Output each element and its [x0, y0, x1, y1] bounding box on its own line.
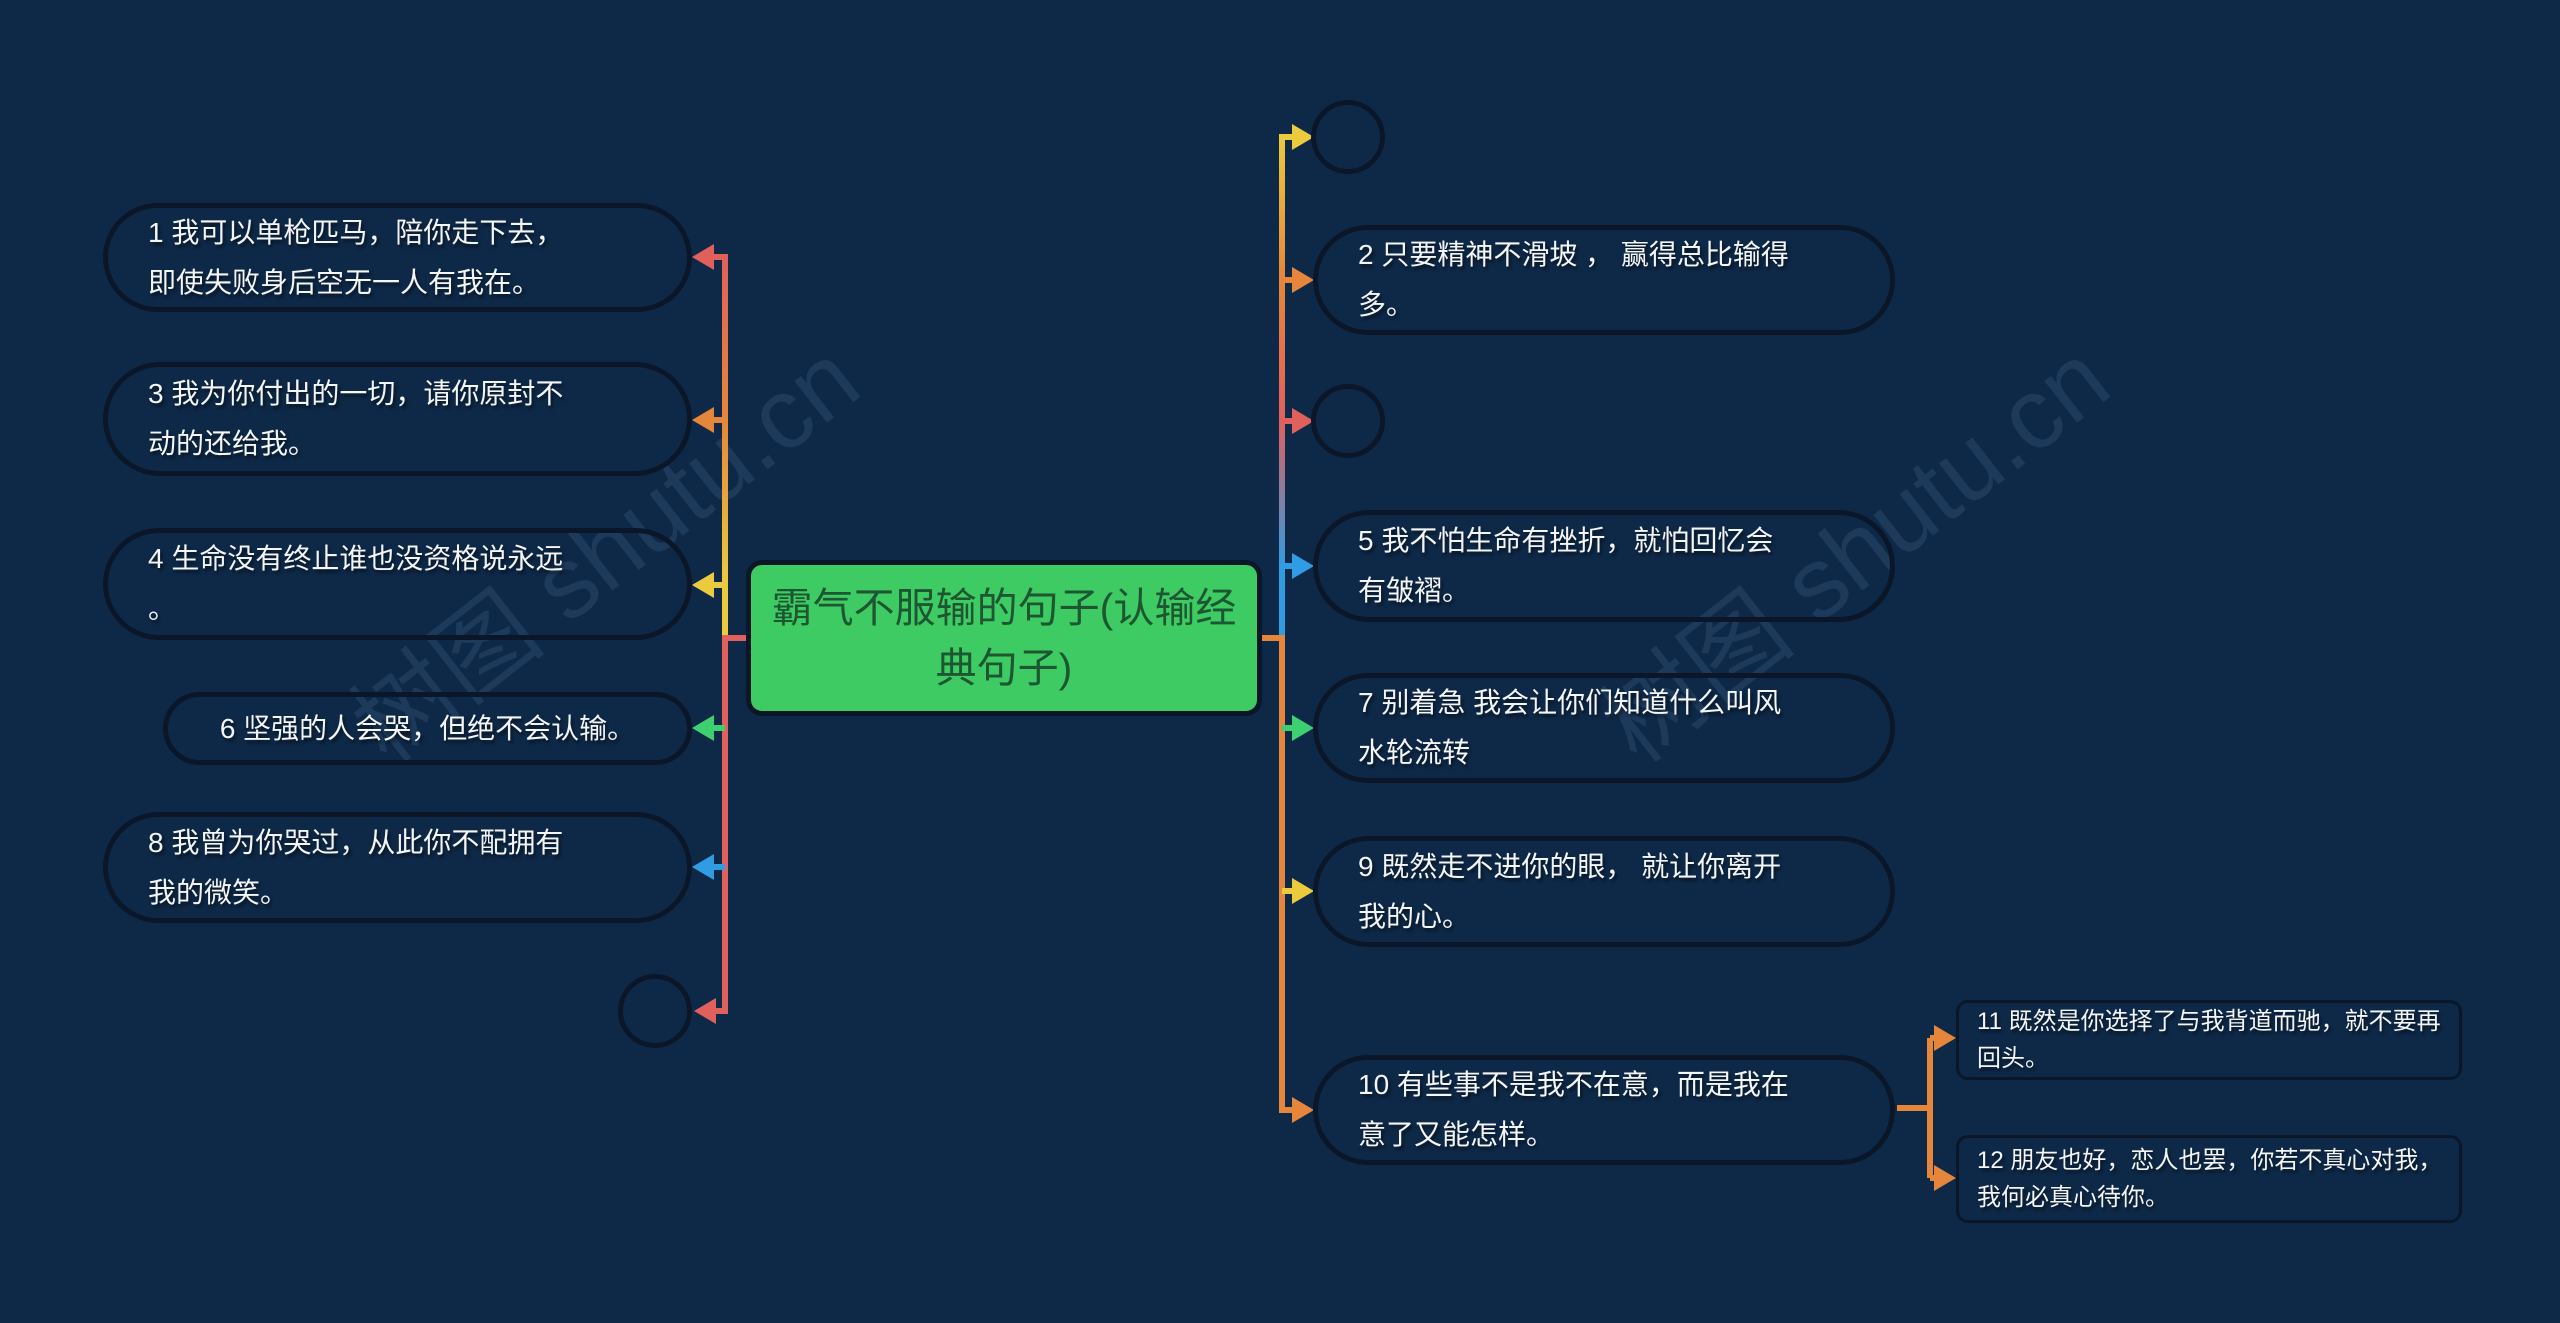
node-9[interactable]: 9 既然走不进你的眼， 就让你离开 我的心。 [1313, 836, 1895, 947]
node-7[interactable]: 7 别着急 我会让你们知道什么叫风 水轮流转 [1313, 673, 1895, 783]
empty-node-circle-mid-right[interactable] [1311, 384, 1385, 458]
right-branch-connectors [1262, 124, 1314, 1123]
node-2[interactable]: 2 只要精神不滑坡 ， 赢得总比输得 多。 [1313, 225, 1895, 335]
node-1[interactable]: 1 我可以单枪匹马，陪你走下去， 即使失败身后空无一人有我在。 [103, 203, 692, 312]
empty-node-circle-left[interactable] [618, 974, 692, 1048]
node-12[interactable]: 12 朋友也好，恋人也罢，你若不真心对我， 我何必真心待你。 [1956, 1135, 2462, 1223]
node-5[interactable]: 5 我不怕生命有挫折，就怕回忆会 有皱褶。 [1313, 510, 1895, 622]
node10-sub-connectors [1897, 1025, 1956, 1191]
node-4[interactable]: 4 生命没有终止谁也没资格说永远 。 [103, 528, 692, 640]
left-branch-connectors [692, 244, 748, 1024]
node-11[interactable]: 11 既然是你选择了与我背道而驰，就不要再 回头。 [1956, 1000, 2462, 1080]
node-10[interactable]: 10 有些事不是我不在意，而是我在 意了又能怎样。 [1313, 1055, 1895, 1165]
root-node[interactable]: 霸气不服输的句子(认输经 典句子) [746, 560, 1262, 716]
node-8[interactable]: 8 我曾为你哭过，从此你不配拥有 我的微笑。 [103, 812, 692, 923]
empty-node-circle-top-right[interactable] [1311, 100, 1385, 174]
node-6[interactable]: 6 坚强的人会哭，但绝不会认输。 [163, 692, 692, 765]
node-3[interactable]: 3 我为你付出的一切，请你原封不 动的还给我。 [103, 362, 692, 476]
